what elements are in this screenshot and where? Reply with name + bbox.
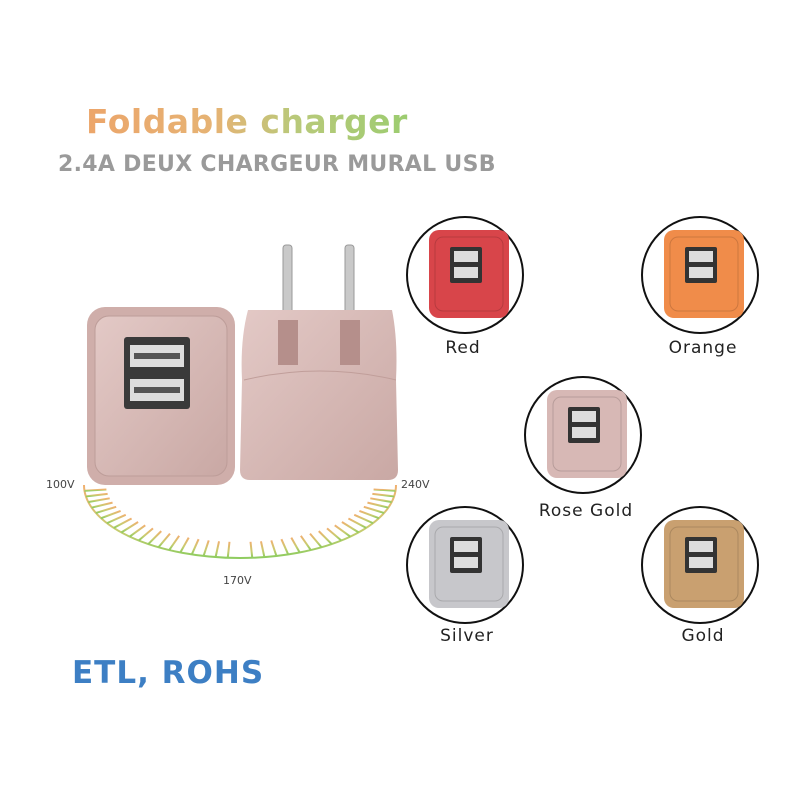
arc-tick [280, 538, 290, 555]
arc-tick [367, 501, 389, 509]
arc-tick [372, 492, 395, 498]
voltage-max-label: 240V [401, 478, 430, 491]
arc-tick [353, 513, 374, 525]
arc-tick [309, 532, 323, 548]
arc-tick [318, 530, 333, 545]
charger-side [240, 244, 398, 480]
arc-tick [270, 540, 278, 557]
arc-tick [84, 488, 107, 492]
arc-tick [113, 517, 133, 529]
charger-front [87, 307, 235, 485]
arc-tick [334, 524, 351, 538]
color-swatch-gold [641, 506, 759, 624]
voltage-arc [83, 484, 397, 559]
arc-tick [85, 492, 108, 498]
arc-tick [147, 530, 162, 545]
arc-tick [168, 535, 180, 551]
arc-tick [363, 505, 385, 514]
arc-tick [370, 497, 392, 504]
arc-tick [359, 509, 380, 520]
arc-tick [214, 541, 221, 558]
voltage-min-label: 100V [46, 478, 75, 491]
arc-tick [341, 521, 360, 534]
color-swatch-silver [406, 506, 524, 624]
color-label-gold: Gold [681, 626, 725, 646]
arc-tick [190, 538, 200, 555]
arc-tick [249, 541, 254, 558]
color-swatch-rose-gold [524, 376, 642, 494]
arc-tick [91, 501, 113, 509]
color-label-orange: Orange [668, 338, 738, 358]
arc-tick [138, 527, 154, 542]
color-swatch-orange [641, 216, 759, 334]
arc-tick [179, 537, 190, 553]
arc-tick [290, 537, 301, 553]
color-swatch-red [406, 216, 524, 334]
arc-tick [157, 532, 171, 548]
color-label-silver: Silver [440, 626, 494, 646]
color-label-red: Red [445, 338, 481, 358]
arc-tick [259, 541, 266, 558]
arc-tick [300, 535, 312, 551]
title: Foldable charger [86, 102, 408, 141]
arc-tick [120, 521, 139, 534]
arc-tick [202, 540, 210, 557]
color-label-rose-gold: Rose Gold [538, 501, 634, 521]
voltage-mid-label: 170V [223, 574, 252, 587]
arc-tick [106, 513, 127, 525]
arc-tick [226, 541, 231, 558]
arc-tick [129, 524, 146, 538]
arc-tick [100, 509, 121, 520]
arc-tick [347, 517, 367, 529]
arc-tick [95, 505, 117, 514]
certification-text: ETL, ROHS [72, 655, 265, 691]
arc-tick [373, 488, 396, 492]
arc-tick [326, 527, 342, 542]
subtitle: 2.4A DEUX CHARGEUR MURAL USB [58, 152, 496, 177]
arc-tick [88, 497, 110, 504]
